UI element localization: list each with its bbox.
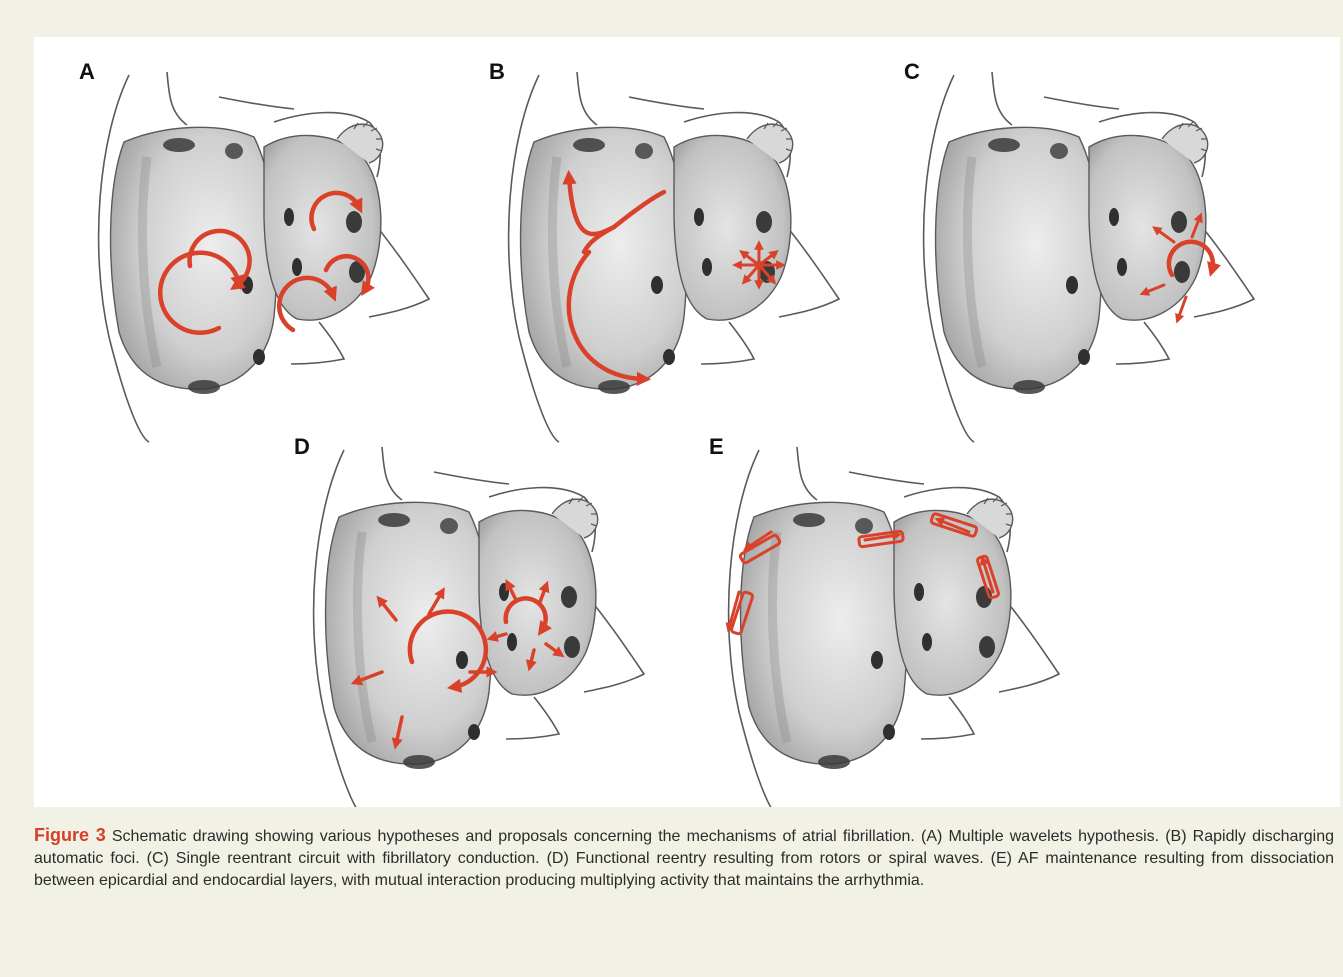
panel-c-label: C bbox=[904, 59, 920, 84]
panel-e: E bbox=[709, 434, 1059, 807]
figure-illustration: A B C bbox=[34, 37, 1340, 807]
panel-d: D bbox=[294, 434, 644, 807]
panel-d-label: D bbox=[294, 434, 310, 459]
panel-a: A bbox=[79, 59, 429, 442]
panel-c: C bbox=[904, 59, 1254, 442]
panel-b-label: B bbox=[489, 59, 505, 84]
figure-caption: Figure 3 Schematic drawing showing vario… bbox=[34, 824, 1334, 892]
figure-panel: A B C bbox=[34, 37, 1340, 807]
panel-a-label: A bbox=[79, 59, 95, 84]
panel-b: B bbox=[489, 59, 839, 442]
caption-text: Schematic drawing showing various hypoth… bbox=[34, 828, 1334, 889]
caption-label: Figure 3 bbox=[34, 825, 106, 845]
panel-e-label: E bbox=[709, 434, 724, 459]
